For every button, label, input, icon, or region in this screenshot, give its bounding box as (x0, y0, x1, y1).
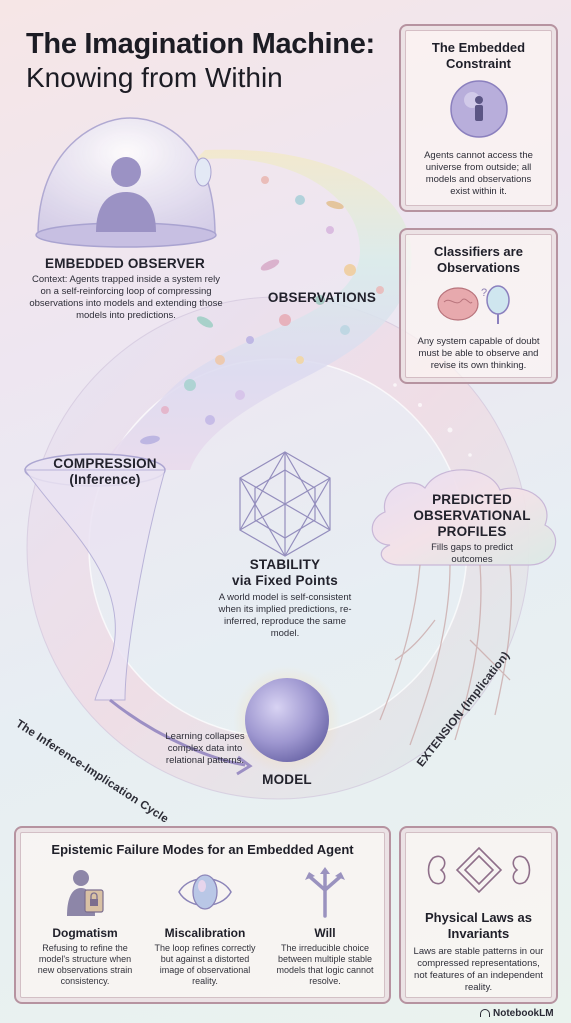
stability-label: STABILITY (249, 557, 321, 572)
model-label: MODEL (262, 772, 312, 787)
observations-label: OBSERVATIONS (267, 290, 377, 305)
embedded-observer-text: Context: Agents trapped inside a system … (29, 274, 223, 321)
model-text: Learning collapses complex data into rel… (165, 731, 245, 766)
predicted-profiles-label: PREDICTED OBSERVATIONAL PROFILES (413, 492, 531, 539)
physical-laws-panel: Physical Laws as Invariants Laws are sta… (399, 826, 558, 1004)
compression-label: COMPRESSION (53, 456, 157, 471)
miscalibration-title: Miscalibration (164, 926, 246, 940)
distorted-lens-icon (178, 874, 232, 910)
classifiers-text: Any system capable of doubt must be able… (417, 336, 540, 371)
physical-laws-heading: Physical Laws as Invariants (425, 910, 532, 941)
ornamental-knot-icon (427, 846, 530, 894)
miscalibration-desc: The loop refines correctly but against a… (154, 943, 256, 986)
classifiers-panel: Classifiers are Observations ? Any syste… (399, 228, 558, 384)
failure-mode-miscalibration: Miscalibration The loop refines correctl… (150, 866, 260, 987)
svg-text:?: ? (481, 287, 487, 299)
failure-modes-panel: Epistemic Failure Modes for an Embedded … (14, 826, 391, 1004)
failure-mode-will: Will The irreducible choice between mult… (270, 866, 380, 987)
failure-mode-dogmatism: Dogmatism Refusing to refine the model's… (30, 866, 140, 987)
brain-mirror-icon: ? (436, 285, 510, 324)
embedded-constraint-heading: The Embedded Constraint (431, 40, 526, 71)
dogmatism-desc: Refusing to refine the model's structure… (37, 943, 133, 986)
embedded-observer-label: EMBEDDED OBSERVER (45, 256, 205, 271)
failure-modes-heading: Epistemic Failure Modes for an Embedded … (51, 842, 354, 857)
footer-brand: NotebookLM (480, 1008, 554, 1019)
embedded-constraint-text: Agents cannot access the universe from o… (424, 150, 533, 197)
predicted-profiles-text: Fills gaps to predict outcomes (431, 542, 513, 565)
notebooklm-logo-icon (480, 1009, 490, 1018)
compression-sublabel: (Inference) (69, 472, 141, 487)
classifiers-heading: Classifiers are Observations (434, 244, 523, 275)
stability-sublabel: via Fixed Points (232, 573, 338, 588)
dogmatism-title: Dogmatism (52, 926, 118, 940)
person-holding-lockbook-icon (67, 870, 104, 916)
stability-text: A world model is self-consistent when it… (218, 592, 352, 639)
physical-laws-text: Laws are stable patterns in our compress… (413, 946, 544, 993)
will-desc: The irreducible choice between multiple … (276, 943, 374, 986)
page-title: The Imagination Machine: (26, 28, 375, 60)
brand-name: NotebookLM (493, 1008, 554, 1019)
branching-arrows-icon (305, 867, 345, 918)
observer-in-sphere-icon (449, 80, 508, 138)
embedded-constraint-panel: The Embedded Constraint Agents cannot ac… (399, 24, 558, 212)
will-title: Will (314, 926, 336, 940)
page-subtitle: Knowing from Within (26, 62, 283, 93)
